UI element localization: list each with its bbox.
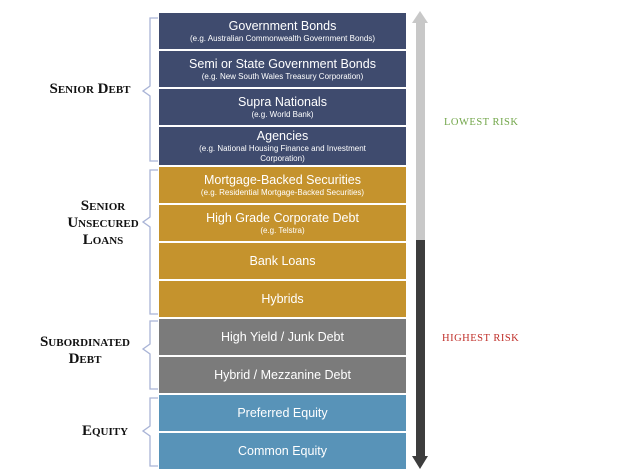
layer-title: Hybrids [261,291,304,306]
brace-equity [141,397,158,467]
layer-high-grade-corporate-debt: High Grade Corporate Debt (e.g. Telstra) [159,205,406,241]
layer-hybrids: Hybrids [159,281,406,317]
layer-example: (e.g. Australian Commonwealth Government… [190,33,375,43]
layer-title: Hybrid / Mezzanine Debt [214,367,351,382]
layer-title: High Yield / Junk Debt [221,329,344,344]
layer-semi-state-government-bonds: Semi or State Government Bonds (e.g. New… [159,51,406,87]
layer-common-equity: Common Equity [159,433,406,469]
layer-preferred-equity: Preferred Equity [159,395,406,431]
layer-example: (e.g. New South Wales Treasury Corporati… [201,71,364,81]
lowest-risk-label: LOWEST RISK [444,117,519,128]
layer-title: Supra Nationals [238,94,327,109]
arrow-down-head [412,456,428,469]
layer-title: Preferred Equity [237,405,328,420]
layer-agencies: Agencies (e.g. National Housing Finance … [159,127,406,165]
group-label-subordinated-debt: Subordinated Debt [39,334,131,367]
arrow-light-shaft [416,22,425,240]
group-label-senior-unsecured-loans: Senior Unsecured Loans [67,198,139,248]
layer-example: (e.g. National Housing Finance and Inves… [199,143,366,163]
layer-government-bonds: Government Bonds (e.g. Australian Common… [159,13,406,49]
layer-example: (e.g. Residential Mortgage-Backed Securi… [200,187,365,197]
brace-subordinated-debt [141,320,158,390]
brace-senior-unsecured-loans [141,169,158,315]
risk-arrow [412,11,428,469]
highest-risk-label: HIGHEST RISK [442,333,520,344]
brace-senior-debt [141,17,158,162]
layer-title: Government Bonds [228,18,337,33]
layer-supra-nationals: Supra Nationals (e.g. World Bank) [159,89,406,125]
arrow-dark-shaft [416,240,425,457]
group-label-senior-debt: Senior Debt [49,81,131,97]
group-label-equity: Equity [81,423,129,439]
layer-title: Semi or State Government Bonds [189,56,376,71]
layer-title: Mortgage-Backed Securities [203,172,362,187]
layer-example: (e.g. Telstra) [260,225,305,235]
layer-title: Bank Loans [249,253,316,268]
layer-bank-loans: Bank Loans [159,243,406,279]
layer-title: High Grade Corporate Debt [206,210,359,225]
layer-hybrid-mezzanine-debt: Hybrid / Mezzanine Debt [159,357,406,393]
layer-mortgage-backed-securities: Mortgage-Backed Securities (e.g. Residen… [159,167,406,203]
layer-title: Agencies [256,128,309,143]
layer-example: (e.g. World Bank) [251,109,314,119]
layer-high-yield-junk-debt: High Yield / Junk Debt [159,319,406,355]
layer-title: Common Equity [238,443,327,458]
arrow-up-head [412,11,428,23]
